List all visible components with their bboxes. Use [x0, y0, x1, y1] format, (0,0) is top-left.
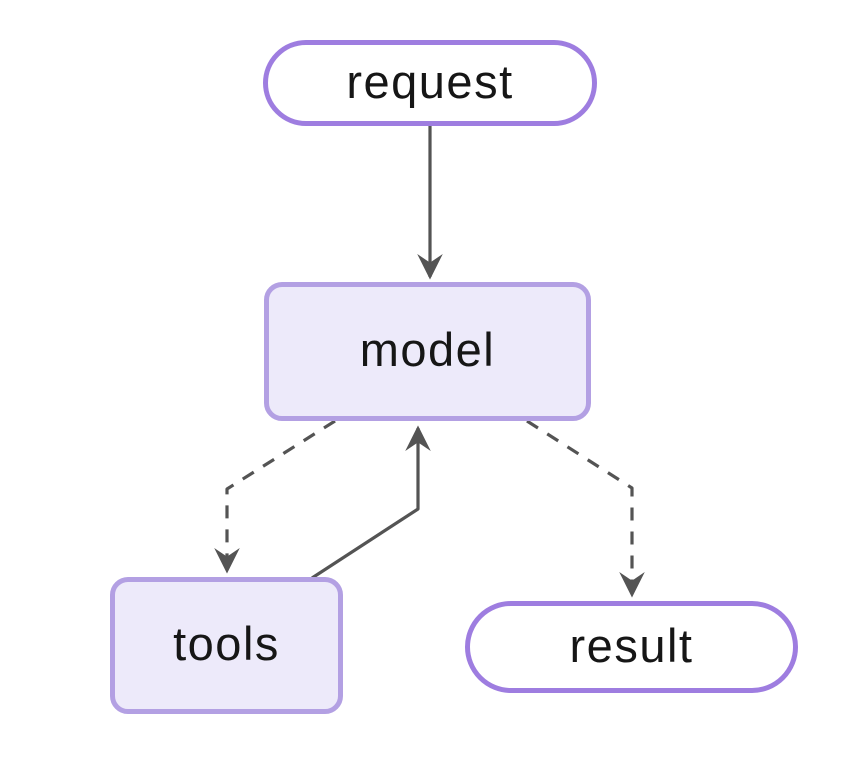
node-label-result: result: [569, 618, 694, 672]
node-model: model: [264, 282, 591, 421]
edge-tools-to-model: [311, 425, 431, 580]
node-label-request: request: [346, 54, 514, 108]
node-tools: tools: [110, 577, 343, 714]
node-result: result: [465, 601, 798, 693]
node-request: request: [263, 40, 597, 126]
edge-model-to-tools: [214, 419, 336, 574]
edges-group: [214, 126, 645, 598]
node-label-model: model: [359, 323, 496, 376]
edge-model-to-result: [526, 419, 645, 598]
node-label-tools: tools: [173, 617, 280, 670]
